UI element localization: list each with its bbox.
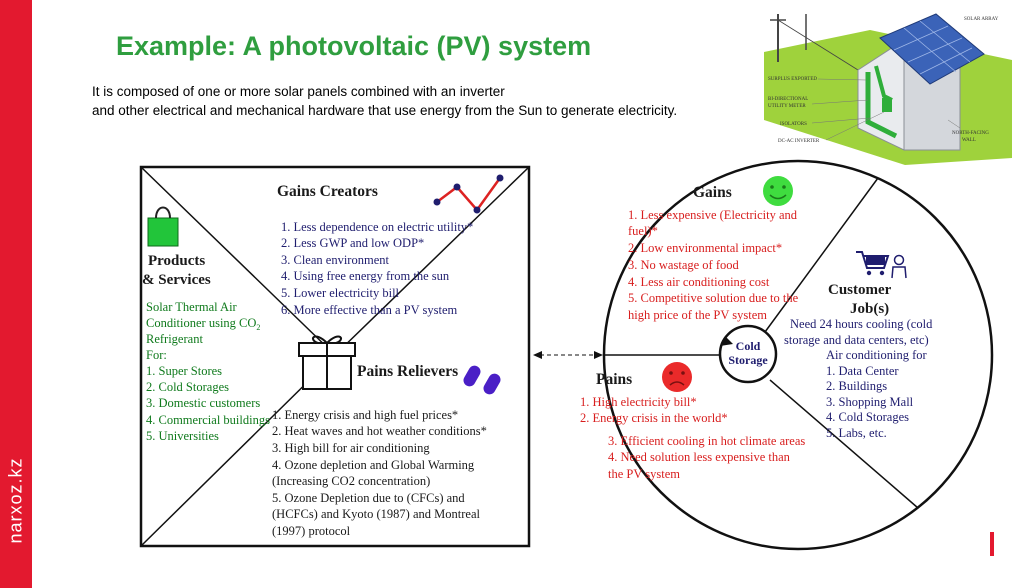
pains-reliever-item: (1997) protocol: [272, 524, 351, 538]
gain-item: 2. Low environmental impact*: [628, 241, 782, 255]
products-services-title-1: Products: [148, 253, 205, 269]
accent-bar: [990, 532, 994, 556]
pain-item: 3. Efficient cooling in hot climate area…: [608, 434, 805, 448]
gain-item: high price of the PV system: [628, 308, 767, 322]
gain-item: 3. No wastage of food: [628, 258, 739, 272]
customer-job-line: 3. Shopping Mall: [826, 395, 914, 409]
pains-reliever-item: (Increasing CO2 concentration): [272, 474, 430, 488]
products-line: 4. Commercial buildings: [146, 413, 270, 427]
brand-sidebar: narxoz.kz: [0, 0, 32, 588]
customer-job-line: Air conditioning for: [826, 348, 928, 362]
pain-item: 4. Need solution less expensive than: [608, 450, 791, 464]
pain-item: 2. Energy crisis in the world*: [580, 411, 728, 425]
fit-arrow: [533, 351, 603, 359]
gains-title: Gains: [693, 184, 732, 201]
value-map-divider-top: [140, 166, 336, 356]
pain-item: 1. High electricity bill*: [580, 395, 697, 409]
label-dc-ac-inverter: DC-AC INVERTER: [778, 139, 820, 144]
customer-job-line: 1. Data Center: [826, 364, 899, 378]
subtitle-line-2: and other electrical and mechanical hard…: [92, 103, 678, 118]
customer-jobs-list: Need 24 hours cooling (cold storage and …: [784, 317, 933, 440]
label-solar-array: SOLAR ARRAY: [964, 17, 999, 22]
gains-creator-item: 6. More effective than a PV system: [281, 303, 458, 317]
products-line: 2. Cold Storages: [146, 380, 229, 394]
customer-jobs-title-1: Customer: [828, 282, 892, 298]
gain-item: fuel)*: [628, 224, 658, 238]
products-line: Solar Thermal Air: [146, 300, 238, 314]
pv-house-illustration: SOLAR ARRAY SURPLUS EXPORTED BI-DIRECTIO…: [760, 10, 1014, 166]
gains-creators-title: Gains Creators: [277, 183, 378, 200]
customer-job-line: Need 24 hours cooling (cold: [790, 317, 933, 331]
pains-reliever-item: 3. High bill for air conditioning: [272, 441, 430, 455]
products-line: Refrigerant: [146, 332, 203, 346]
pains-reliever-item: 1. Energy crisis and high fuel prices*: [272, 408, 458, 422]
gain-item: 5. Competitive solution due to the: [628, 291, 799, 305]
label-bidirectional: BI-DIRECTIONAL: [768, 97, 808, 102]
products-services-title-2: & Services: [142, 272, 211, 288]
label-isolators: ISOLATORS: [780, 122, 807, 127]
cold-storage-label-1: Cold: [736, 339, 761, 353]
gain-item: 1. Less expensive (Electricity and: [628, 208, 798, 222]
pains-list: 1. High electricity bill* 2. Energy cris…: [580, 395, 805, 481]
gains-creator-item: 4. Using free energy from the sun: [281, 269, 450, 283]
slide-title: Example: A photovoltaic (PV) system: [116, 31, 592, 61]
products-services-list: Solar Thermal Air Conditioner using CO2 …: [146, 300, 270, 443]
products-line-co2: Conditioner using CO2: [146, 316, 260, 332]
gain-item: 4. Less air conditioning cost: [628, 275, 770, 289]
products-line: 5. Universities: [146, 429, 219, 443]
pains-reliever-item: (HCFCs) and Kyoto (1987) and Montreal: [272, 507, 480, 521]
customer-jobs-title-2: Job(s): [850, 301, 889, 317]
smiley-sad-icon: [662, 362, 692, 392]
pains-relievers-list: 1. Energy crisis and high fuel prices* 2…: [272, 408, 487, 538]
label-surplus-exported: SURPLUS EXPORTED: [768, 77, 817, 82]
products-line: For:: [146, 348, 167, 362]
gains-list: 1. Less expensive (Electricity and fuel)…: [628, 208, 799, 322]
value-map: Gains Creators 1. Less dependence on ele…: [139, 165, 531, 548]
customer-job-line: storage and data centers, etc): [784, 333, 929, 347]
shopping-cart-icon: [856, 251, 890, 276]
gift-box-icon: [298, 335, 356, 390]
line-chart-icon: [433, 174, 504, 214]
label-wall: WALL: [962, 138, 976, 143]
customer-profile: Cold Storage Gains 1. Less expensive (El…: [580, 159, 994, 551]
cold-storage-label-2: Storage: [728, 353, 768, 367]
pain-item: the PV system: [608, 467, 680, 481]
gains-creator-item: 3. Clean environment: [281, 253, 389, 267]
pains-relievers-title: Pains Relievers: [357, 363, 458, 380]
customer-job-line: 4. Cold Storages: [826, 410, 909, 424]
gains-creator-item: 5. Lower electricity bill: [281, 286, 400, 300]
pains-reliever-item: 4. Ozone depletion and Global Warming: [272, 458, 475, 472]
label-north-facing: NORTH-FACING: [952, 131, 989, 136]
gains-creators-list: 1. Less dependence on electric utility* …: [281, 220, 473, 317]
subtitle-line-1: It is composed of one or more solar pane…: [92, 84, 505, 99]
slide-subtitle: It is composed of one or more solar pane…: [92, 82, 677, 120]
solar-array-icon: [879, 13, 985, 85]
gains-creator-item: 1. Less dependence on electric utility*: [281, 220, 473, 234]
pills-icon: [463, 365, 501, 395]
cold-storage-cycle-icon: [718, 324, 778, 384]
customer-divider-upper: [764, 177, 879, 333]
wiring-icon: [865, 72, 898, 139]
value-map-divider-right: [334, 166, 530, 356]
customer-job-line: 5. Labs, etc.: [826, 426, 887, 440]
smiley-happy-icon: [763, 176, 793, 206]
label-utility-meter: UTILITY METER: [768, 104, 806, 109]
pains-reliever-item: 5. Ozone Depletion due to (CFCs) and: [272, 491, 465, 505]
inverter-icon: [882, 98, 892, 112]
customer-divider-lower: [769, 379, 919, 509]
products-line: 1. Super Stores: [146, 364, 222, 378]
person-icon: [891, 254, 907, 279]
gains-creator-item: 2. Less GWP and low ODP*: [281, 236, 424, 250]
shopping-bag-icon: [147, 206, 179, 247]
products-line: 3. Domestic customers: [146, 396, 260, 410]
pains-reliever-item: 2. Heat waves and hot weather conditions…: [272, 424, 487, 438]
pains-title: Pains: [596, 371, 632, 388]
customer-job-line: 2. Buildings: [826, 379, 887, 393]
